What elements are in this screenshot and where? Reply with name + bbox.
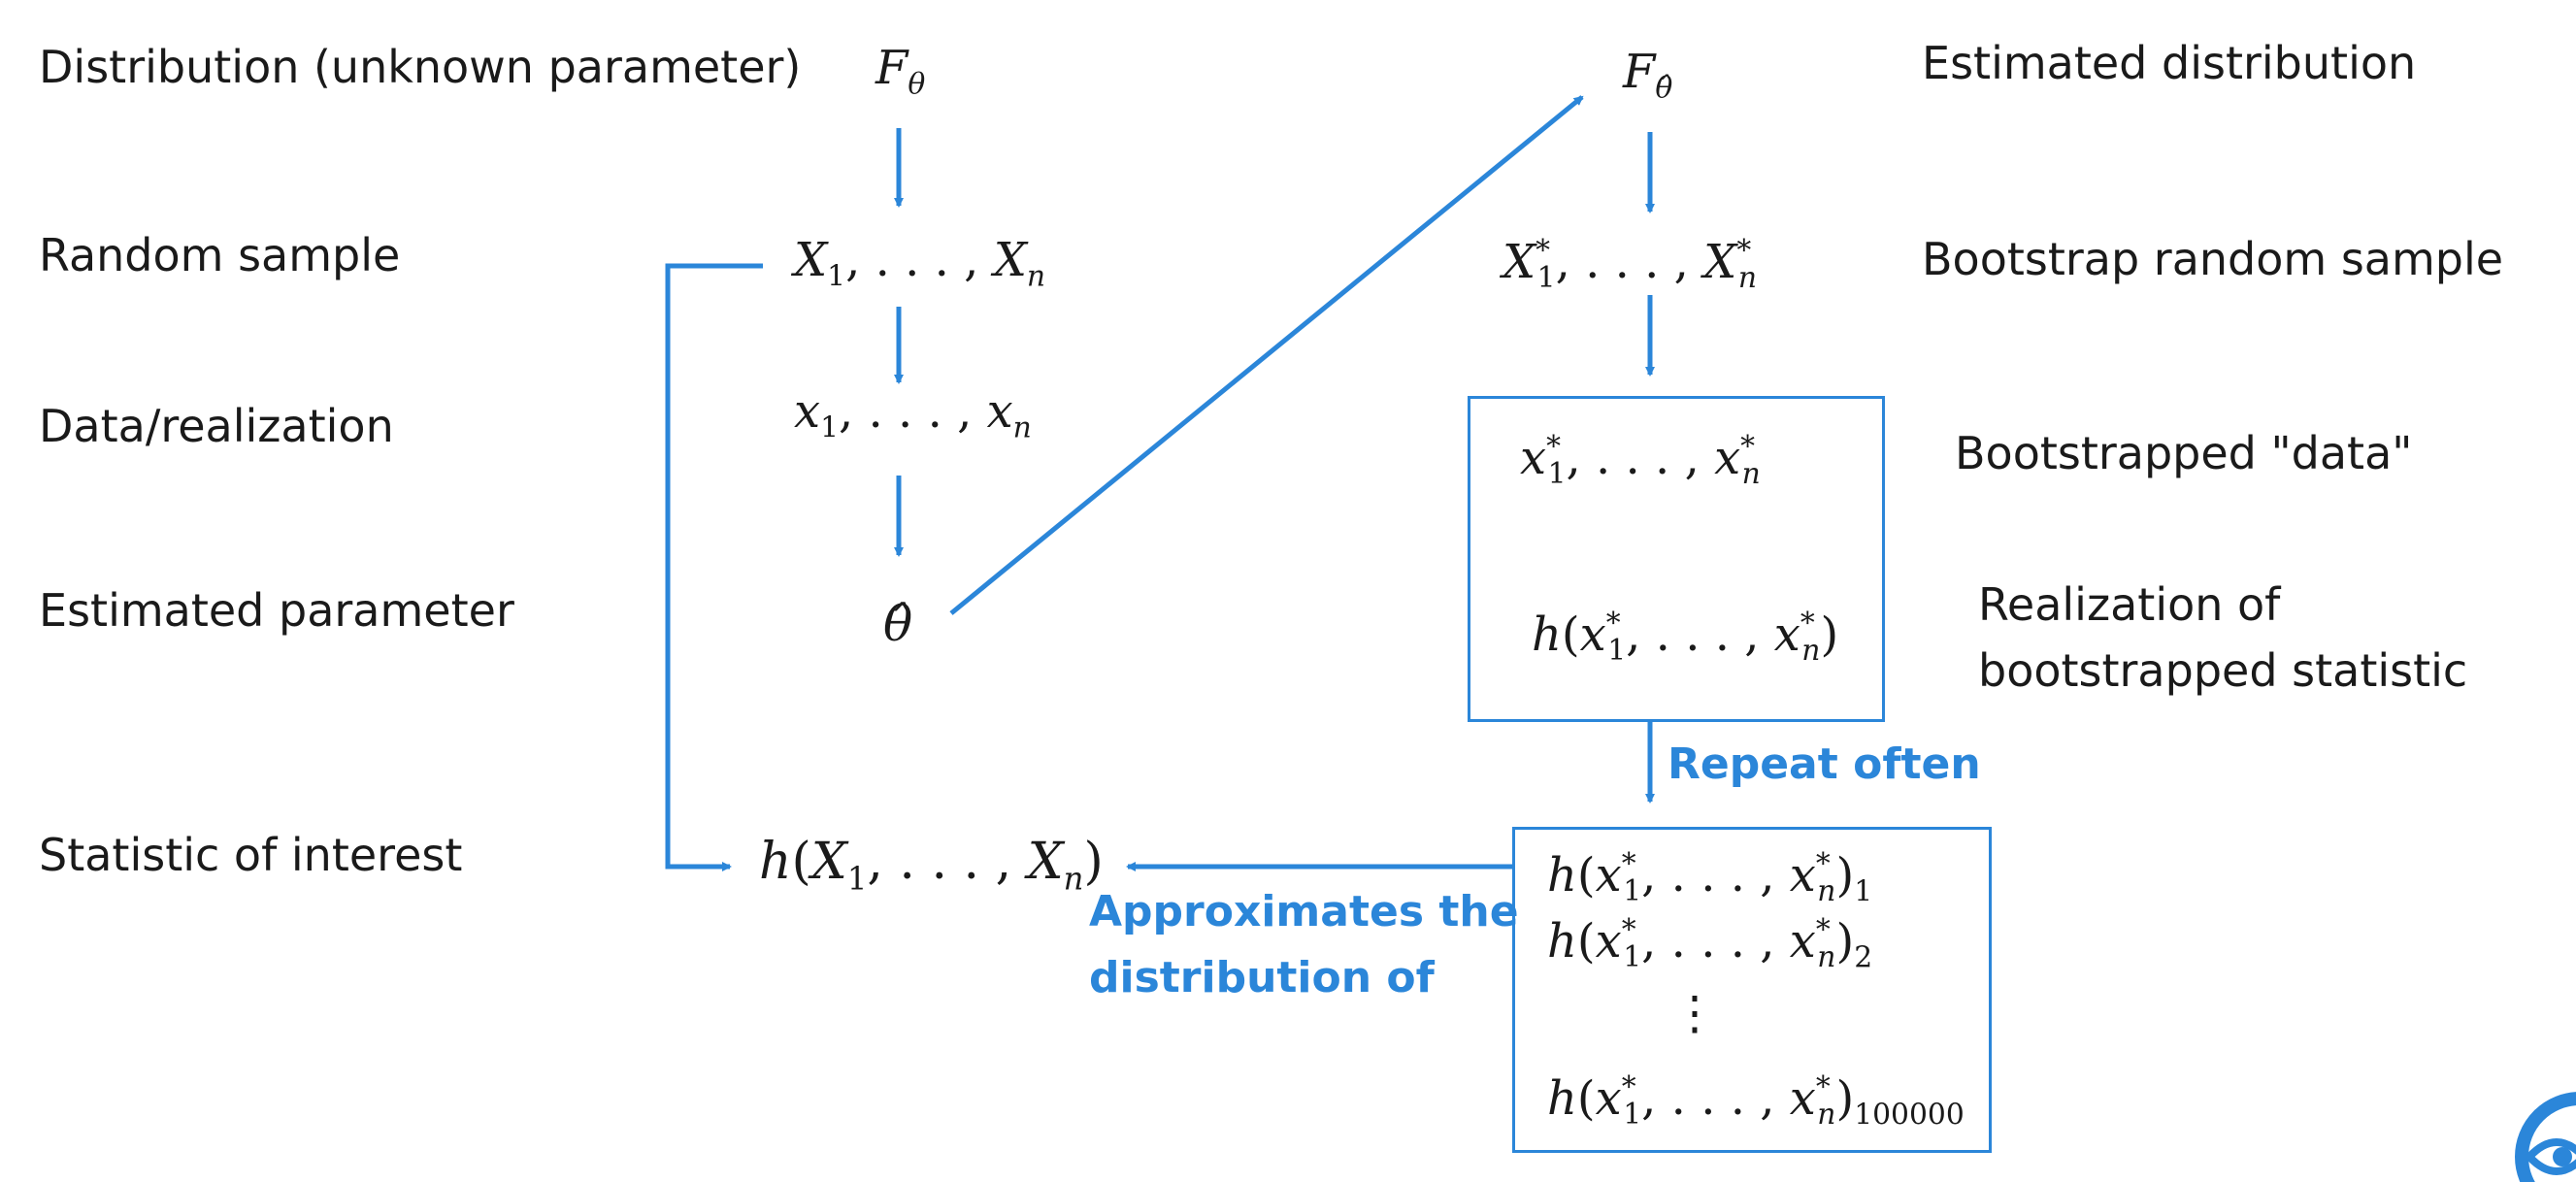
bootstrap-results-box <box>1512 827 1992 1153</box>
math-data: x1, . . . , xn <box>794 384 1032 445</box>
bootstrapped-data-box <box>1468 396 1885 722</box>
label-realization-line1: Realization of <box>1978 578 2281 631</box>
math-bootstrap-sample: X*1, . . . , X*n <box>1503 234 1757 296</box>
math-f-theta-hat: Fθ̂ <box>1623 45 1673 106</box>
label-random-sample: Random sample <box>39 229 401 281</box>
arrow-theta-hat-to-f-theta-hat <box>949 95 1584 615</box>
math-f-theta: Fθ <box>875 41 926 102</box>
label-data-realization: Data/realization <box>39 400 394 452</box>
math-bootstrapped-statistic: h(x*1, . . . , x*n) <box>1532 607 1839 669</box>
bracket-sample-to-statistic <box>665 263 763 871</box>
label-bootstrap-random-sample: Bootstrap random sample <box>1922 233 2504 285</box>
math-result-2: h(x*1, . . . , x*n)2 <box>1547 913 1873 975</box>
label-approximates-line2: distribution of <box>1089 953 1435 1002</box>
math-result-100000: h(x*1, . . . , x*n)100000 <box>1547 1070 1965 1133</box>
label-bootstrapped-data: Bootstrapped "data" <box>1955 427 2413 479</box>
math-theta-hat: θ̂ <box>883 596 913 652</box>
label-estimated-parameter: Estimated parameter <box>39 584 514 637</box>
label-distribution: Distribution (unknown parameter) <box>39 41 802 93</box>
label-approximates-line1: Approximates the <box>1089 887 1519 936</box>
math-bootstrapped-data: x*1, . . . , x*n <box>1520 430 1761 492</box>
eye-logo-icon <box>2515 1092 2576 1182</box>
math-statistic: h(X1, . . . , Xn) <box>759 833 1104 898</box>
math-result-1: h(x*1, . . . , x*n)1 <box>1547 847 1873 909</box>
math-result-vdots: ⋮ <box>1671 986 1718 1040</box>
math-random-sample: X1, . . . , Xn <box>794 233 1046 294</box>
label-realization-line2: bootstrapped statistic <box>1978 644 2468 697</box>
label-estimated-distribution: Estimated distribution <box>1922 37 2417 89</box>
label-repeat-often: Repeat often <box>1668 739 1981 789</box>
label-statistic-of-interest: Statistic of interest <box>39 829 463 881</box>
